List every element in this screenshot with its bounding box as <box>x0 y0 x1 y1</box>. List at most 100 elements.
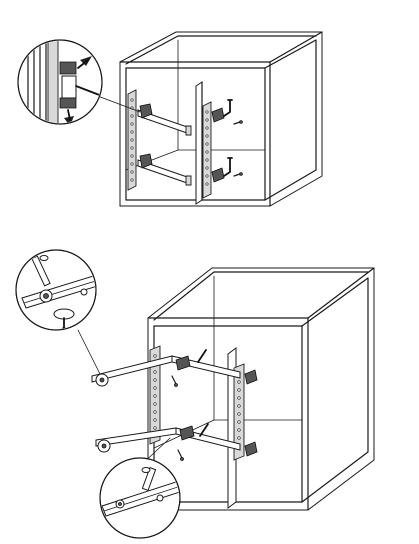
detail-arrow-down-shaft <box>68 110 70 120</box>
top-detail-content <box>28 41 102 123</box>
detail-rail-plate <box>48 41 58 123</box>
bottom-detail-pin-screw <box>16 250 104 333</box>
hole <box>206 159 208 161</box>
top-upper-slide-end <box>186 126 191 135</box>
hole <box>131 155 133 157</box>
hole <box>206 135 208 137</box>
hole <box>238 421 241 424</box>
hole <box>238 389 241 392</box>
top-left-rail-holes <box>131 99 133 181</box>
bottom-detail-2-border <box>100 458 180 538</box>
top-screw-2 <box>234 174 240 176</box>
bottom-right-lower-bracket <box>245 442 257 456</box>
hole <box>154 379 157 382</box>
hole <box>206 143 208 145</box>
bottom-screw-lower <box>178 450 182 458</box>
bottom-lower-wheel-hub <box>102 444 106 448</box>
detail-1-bar-line <box>24 279 102 303</box>
bottom-cabinet-top-lip <box>154 272 368 320</box>
bottom-detail-1-border <box>16 250 96 330</box>
hole <box>154 427 157 430</box>
top-cabinet-side <box>265 40 316 200</box>
top-detail-border <box>18 40 102 124</box>
hole <box>131 131 133 133</box>
hole <box>206 175 208 177</box>
top-right-upper-hook <box>224 100 232 116</box>
hole <box>131 163 133 165</box>
bottom-detail-leader-1 <box>78 330 100 374</box>
detail-arrow-up-shaft <box>78 60 88 68</box>
bottom-detail-end-pin <box>100 458 186 538</box>
bottom-screw-lower-head <box>181 458 184 461</box>
hole <box>206 151 208 153</box>
top-panel <box>18 32 322 206</box>
bottom-upper-wheel-hub <box>100 378 104 382</box>
detail-2-rivet <box>157 495 163 501</box>
detail-arm <box>76 86 102 96</box>
top-lower-slide-end <box>186 176 191 185</box>
bottom-detail-1-content <box>22 256 102 329</box>
hole <box>206 111 208 113</box>
detail-1-pin <box>32 256 50 286</box>
hole <box>154 387 157 390</box>
top-upper-slide <box>138 104 191 135</box>
bottom-right-upper-bracket <box>245 370 257 384</box>
detail-1-rivet <box>81 289 87 295</box>
top-screw-2-head <box>240 173 243 176</box>
hole <box>131 115 133 117</box>
top-cabinet-divider <box>196 82 202 204</box>
detail-clip-upper <box>60 62 76 74</box>
hole <box>206 127 208 129</box>
bottom-lower-bracket <box>180 426 194 440</box>
detail-1-washer-hole <box>44 294 49 299</box>
detail-1-pin-top <box>40 256 48 261</box>
hole <box>238 397 241 400</box>
bottom-right-rail-body <box>234 364 244 460</box>
bottom-pin-upper <box>198 350 206 362</box>
bottom-right-rail <box>234 364 244 460</box>
detail-clip-body <box>62 76 76 98</box>
detail-2-pin-top <box>142 468 150 473</box>
hole <box>154 395 157 398</box>
hole <box>131 123 133 125</box>
bottom-lower-arm <box>96 426 240 452</box>
top-right-fittings <box>212 100 242 182</box>
hole <box>154 419 157 422</box>
hole <box>131 139 133 141</box>
top-right-rail-body <box>203 102 211 198</box>
top-right-lower-hook <box>224 158 232 176</box>
hole <box>238 405 241 408</box>
hole <box>154 411 157 414</box>
bottom-upper-arm <box>92 356 240 386</box>
detail-arrow-down <box>64 116 74 123</box>
bottom-panel <box>16 250 374 538</box>
detail-2-hole-center <box>119 503 122 506</box>
hole <box>238 429 241 432</box>
hole <box>131 171 133 173</box>
hole <box>131 147 133 149</box>
top-cabinet-top-lip <box>126 36 316 64</box>
bottom-cabinet <box>148 268 374 510</box>
bottom-left-rail <box>150 346 160 444</box>
bottom-upper-bracket <box>176 356 190 370</box>
bottom-cabinet-side <box>302 278 368 502</box>
hole <box>206 119 208 121</box>
hole <box>131 99 133 101</box>
top-detail-hook-clip <box>18 40 102 130</box>
top-upper-slide-bracket <box>140 104 152 118</box>
hole <box>238 413 241 416</box>
hole <box>206 167 208 169</box>
hole <box>238 437 241 440</box>
detail-clip-lower <box>60 98 76 108</box>
bottom-screw-upper-head <box>175 384 178 387</box>
top-cabinet-top-right <box>270 32 322 62</box>
top-right-upper-bracket <box>212 108 224 122</box>
bottom-right-fittings <box>172 350 257 461</box>
top-left-rail <box>128 90 136 190</box>
hole <box>131 179 133 181</box>
top-screw-1-head <box>240 121 243 124</box>
bottom-screw-upper <box>172 376 176 384</box>
hole <box>154 355 157 358</box>
top-right-lower-bracket <box>212 168 224 182</box>
